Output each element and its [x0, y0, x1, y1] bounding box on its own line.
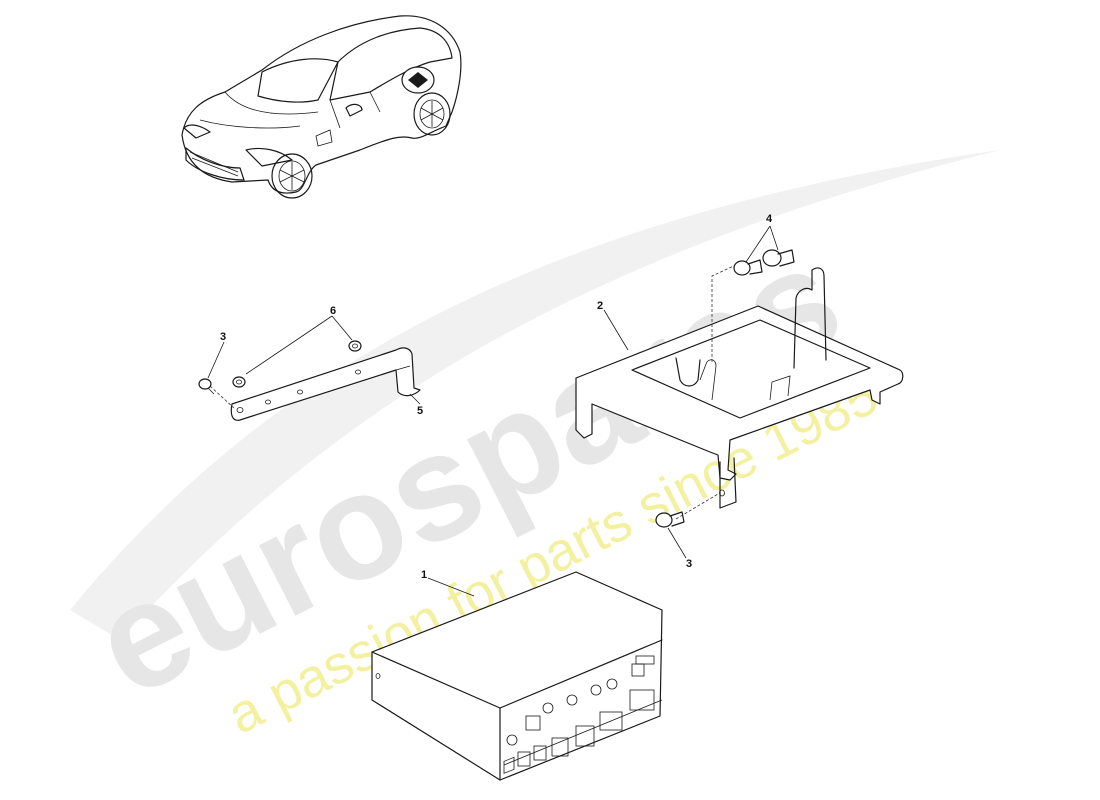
callout-6: 6: [330, 305, 336, 317]
callouts: 1 2 3 3 4 5 6: [220, 213, 773, 581]
part-5-bracket: [209, 347, 421, 421]
callout-4: 4: [766, 213, 773, 225]
part-4-screws: [733, 249, 795, 276]
callout-5: 5: [417, 405, 423, 417]
callout-3-left: 3: [220, 331, 226, 343]
callout-3-right: 3: [686, 558, 692, 570]
part-1-module: [371, 571, 663, 781]
callout-1: 1: [421, 569, 427, 581]
part-3-screw-left: [198, 378, 215, 395]
watermark-swoosh: [70, 150, 1000, 640]
module-connectors: [503, 655, 663, 774]
part-2-bracket: [575, 263, 904, 520]
part-6-nuts: [232, 340, 362, 388]
vehicle-locator-illustration: [181, 15, 462, 199]
part-3-screw-right: [655, 511, 685, 528]
leader-lines: [207, 225, 779, 597]
callout-2: 2: [597, 300, 603, 312]
location-marker-icon: [408, 72, 428, 88]
